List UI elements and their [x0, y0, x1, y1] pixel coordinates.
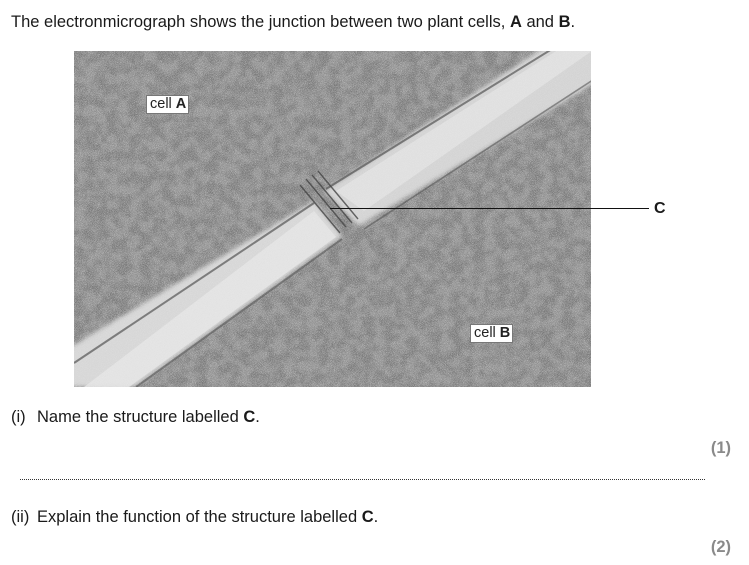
- question-1-suffix: .: [255, 408, 260, 426]
- question-2-text: Explain the function of the structure la…: [37, 508, 362, 526]
- cell-a-label-text: cell: [150, 96, 176, 112]
- question-2-number: (ii): [11, 508, 30, 526]
- cell-b-label-text: cell: [474, 325, 500, 341]
- cell-b-label: cell B: [470, 324, 514, 343]
- question-1-target: C: [243, 408, 256, 426]
- intro-cell-b: B: [558, 13, 571, 31]
- question-2-marks: (2): [710, 538, 731, 556]
- intro-suffix: .: [570, 13, 576, 31]
- question-1-number: (i): [11, 408, 26, 426]
- structure-c-pointer-line: [330, 208, 649, 209]
- intro-prefix: The electronmicrograph shows the junctio…: [11, 13, 510, 31]
- question-2-target: C: [361, 508, 374, 526]
- question-1-text: Name the structure labelled: [37, 408, 244, 426]
- intro-cell-a: A: [509, 13, 522, 31]
- question-1-marks: (1): [710, 439, 731, 457]
- cell-b-label-letter: B: [499, 325, 511, 341]
- intro-and: and: [521, 13, 559, 31]
- question-2: (ii) Explain the function of the structur…: [11, 506, 378, 528]
- answer-line[interactable]: [20, 479, 705, 480]
- cell-a-label-letter: A: [175, 96, 187, 112]
- structure-c-label: C: [654, 200, 666, 217]
- electron-micrograph: cell A cell B: [74, 51, 591, 387]
- question-1: (i) Name the structure labelled C.: [11, 406, 260, 428]
- cell-a-label: cell A: [146, 95, 190, 114]
- micrograph-image: [74, 51, 591, 387]
- question-2-suffix: .: [373, 508, 379, 526]
- intro-text: The electronmicrograph shows the junctio…: [11, 11, 575, 33]
